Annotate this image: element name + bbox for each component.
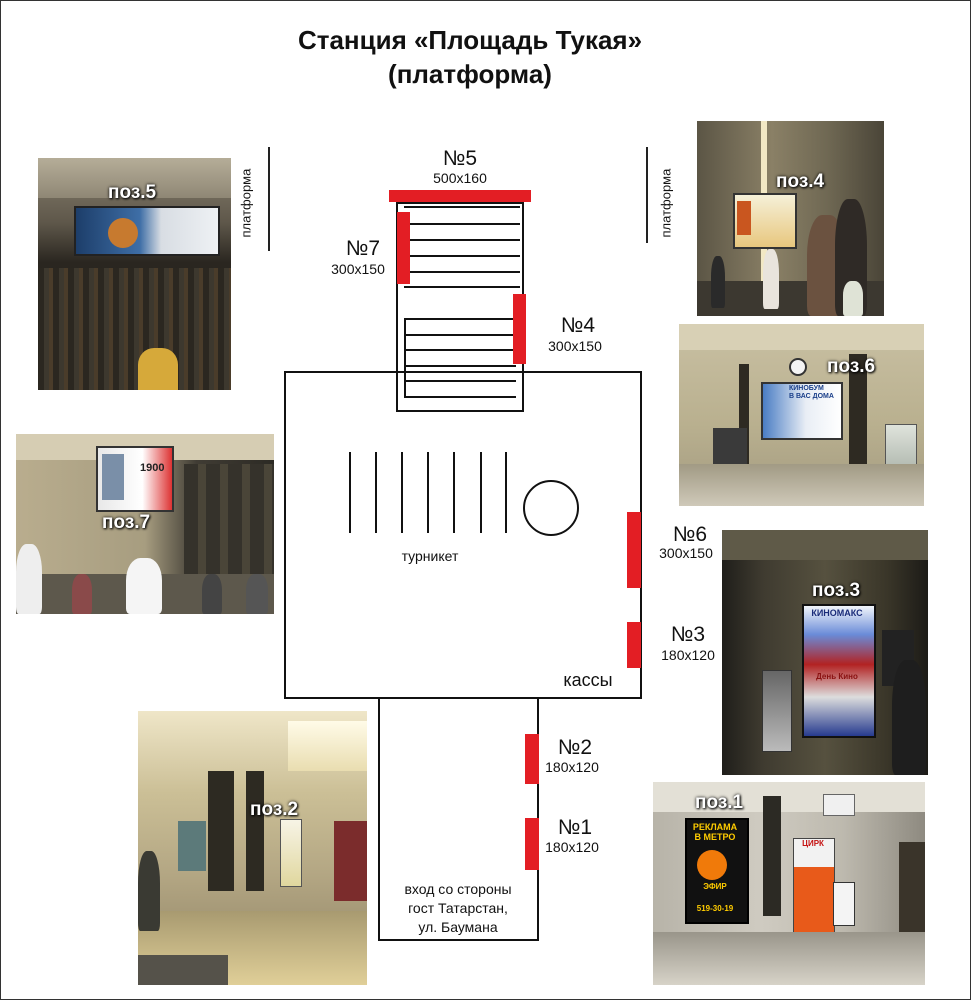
ad-size-3: 180x120	[661, 647, 715, 663]
ad-number-1: №1	[557, 816, 593, 839]
pos1-poster-phone: 519-30-19	[696, 904, 734, 913]
ad-marker-5	[389, 190, 531, 202]
ad-size-5: 500x160	[433, 170, 487, 186]
page-subtitle: (платформа)	[388, 59, 552, 89]
air-conditioner-icon	[823, 794, 855, 816]
ad-marker-4	[513, 294, 526, 364]
photo-label-pos5: поз.5	[108, 182, 157, 203]
pos1-poster-brand: ЭФИР	[703, 882, 727, 891]
ad-number-5: №5	[442, 147, 478, 170]
ad-marker-1	[525, 818, 539, 870]
pos1-kiosk-label: ЦИРК	[802, 839, 824, 848]
ad-size-4: 300x150	[548, 338, 602, 354]
turnstile-label: турникет	[401, 548, 459, 564]
stairs-rail	[404, 318, 406, 398]
pos6-billboard-text: КИНОБУМ В ВАС ДОМА	[789, 385, 834, 400]
ad-number-7: №7	[345, 237, 381, 260]
column-circle	[523, 480, 579, 536]
photo-pos3: КИНОМАКС День Кино поз.3	[722, 530, 928, 775]
turnstiles	[349, 452, 507, 533]
pos6-billboard	[761, 382, 843, 440]
ad-size-7: 300x150	[331, 261, 385, 277]
pos3-poster-text: День Кино	[816, 672, 858, 681]
pos3-poster-brand: КИНОМАКС	[811, 608, 863, 618]
platform-line-left	[268, 147, 270, 251]
photo-pos7: 1900 поз.7	[16, 434, 274, 614]
pos1-poster-text: РЕКЛАМА В МЕТРО	[692, 822, 738, 842]
photo-label-pos6: поз.6	[827, 356, 876, 377]
pos1-logo-icon	[697, 850, 727, 880]
entrance-label-line2: гост Татарстан,	[408, 900, 508, 916]
clock-icon	[789, 358, 807, 376]
photo-pos1: РЕКЛАМА В МЕТРО ЭФИР 519-30-19 ЦИРК поз.…	[653, 782, 925, 985]
ad-number-3: №3	[670, 623, 706, 646]
ad-marker-3	[627, 622, 641, 668]
ad-size-1: 180x120	[545, 839, 599, 855]
ad-number-6: №6	[672, 523, 708, 546]
ad-marker-6	[627, 512, 641, 588]
photo-label-pos2: поз.2	[250, 799, 299, 820]
photo-label-pos7: поз.7	[102, 512, 151, 533]
photo-label-pos1: поз.1	[695, 792, 744, 813]
main-hall	[284, 371, 642, 699]
platform-line-right	[646, 147, 648, 243]
entrance-label-line1: вход со стороны	[404, 881, 512, 897]
entrance-label: вход со стороны гост Татарстан, ул. Баум…	[382, 880, 534, 937]
photo-label-pos3: поз.3	[812, 580, 861, 601]
ad-size-6: 300x150	[659, 545, 713, 561]
photo-pos2: поз.2	[138, 711, 367, 985]
ad-size-2: 180x120	[545, 759, 599, 775]
ad-number-2: №2	[557, 736, 593, 759]
photo-pos4: поз.4	[697, 121, 884, 316]
entrance-label-line3: ул. Баумана	[418, 919, 498, 935]
ad-marker-2	[525, 734, 539, 784]
photo-label-pos4: поз.4	[776, 171, 825, 192]
pos1-kiosk	[793, 838, 835, 934]
photo-pos6: КИНОБУМ В ВАС ДОМА поз.6	[679, 324, 924, 506]
photo-pos5: поз.5	[38, 158, 231, 390]
pos3-poster	[802, 604, 876, 738]
page-title: Станция «Площадь Тукая»	[297, 25, 643, 55]
pos7-billboard-price: 1900	[140, 462, 165, 474]
ad-number-4: №4	[560, 314, 596, 337]
ad-marker-7	[397, 212, 410, 284]
pos5-billboard	[74, 206, 220, 256]
ticket-office-label: кассы	[563, 670, 613, 690]
